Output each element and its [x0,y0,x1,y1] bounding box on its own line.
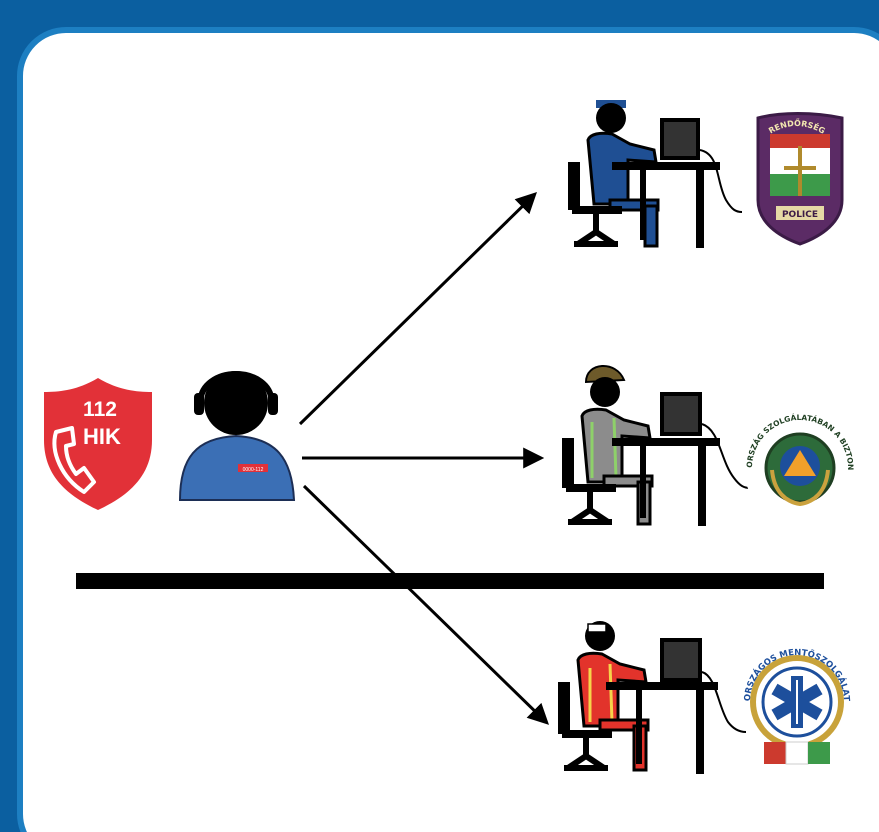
hik-shield: 112 HIK [44,378,152,510]
white-panel [17,27,879,832]
police-emblem-bottom: POLICE [782,210,818,220]
divider-bar [76,573,824,589]
ambulance-star-of-life-icon: ORSZÁGOS MENTŐSZOLGÁLAT [743,648,851,765]
hik-number: 112 [83,398,117,421]
arrow-to-ambulance [302,484,550,725]
arrow-to-police [298,192,538,426]
phone-handset-icon [52,426,96,494]
dispatcher-badge: 0000-112 [243,467,264,473]
dispatcher-headset-icon: 0000-112 [178,371,296,501]
hik-label: HIK [83,424,121,449]
paramedic-at-computer-icon [558,621,747,774]
police-crest-icon: POLICE RENDŐRSÉG [756,112,844,246]
firefighter-at-computer-icon [562,365,751,526]
police-officer-at-computer-icon [568,100,743,248]
